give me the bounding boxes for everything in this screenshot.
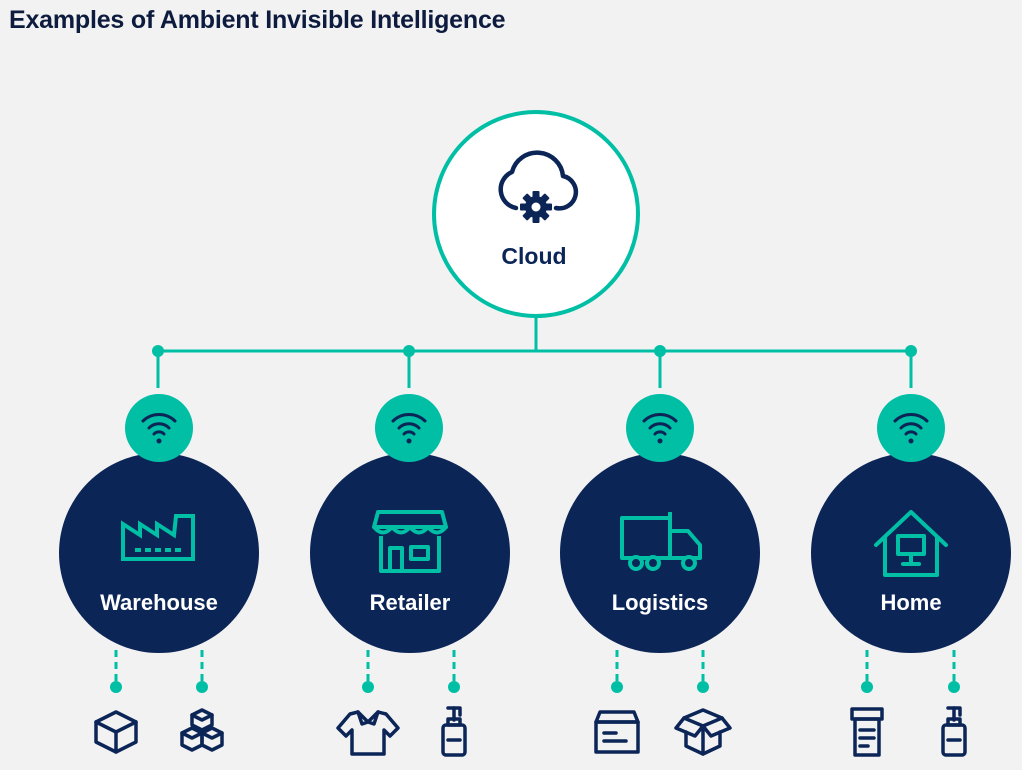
cloud-node: Cloud	[432, 110, 640, 318]
hub-label: Logistics	[612, 590, 709, 615]
shirt-icon	[336, 710, 400, 756]
storefront-icon	[372, 510, 448, 573]
wifi-icon	[893, 413, 929, 444]
delivery-truck-icon	[620, 512, 702, 571]
connector-lines	[156, 312, 913, 388]
package-box-icon	[94, 710, 138, 754]
house-icon	[874, 510, 948, 577]
pump-bottle-icon	[941, 706, 967, 757]
hub-label: Home	[880, 590, 941, 615]
medicine-bottle-icon	[850, 707, 884, 757]
cloud-label: Cloud	[501, 243, 566, 269]
device-dots	[110, 681, 960, 693]
pump-bottle-icon	[441, 706, 467, 757]
hub-home: Home	[811, 394, 1011, 653]
hub-warehouse: Warehouse	[59, 394, 259, 653]
wifi-icon	[642, 413, 678, 444]
open-box-icon	[674, 708, 732, 756]
device-connectors	[114, 650, 956, 682]
stacked-boxes-icon	[180, 708, 224, 752]
cloud-gear-icon	[498, 150, 579, 223]
connector-dots	[152, 345, 917, 357]
wifi-icon	[391, 413, 427, 444]
hub-retailer: Retailer	[310, 394, 510, 653]
hub-logistics: Logistics	[560, 394, 760, 653]
wifi-icon	[141, 413, 177, 444]
page-title: Examples of Ambient Invisible Intelligen…	[9, 6, 506, 34]
factory-icon	[121, 514, 195, 561]
hub-label: Retailer	[370, 590, 451, 615]
labeled-package-icon	[594, 710, 640, 754]
hub-label: Warehouse	[100, 590, 218, 615]
